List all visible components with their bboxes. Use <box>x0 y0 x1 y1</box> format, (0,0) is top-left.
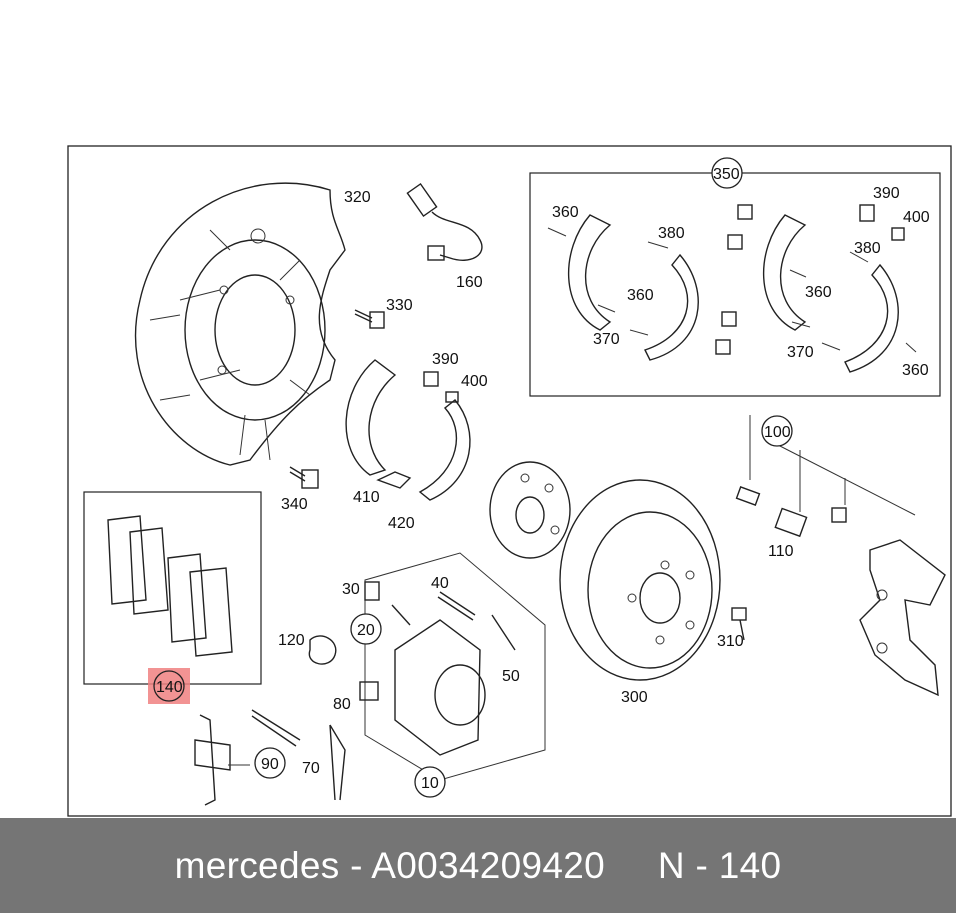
label-70: 70 <box>302 760 320 777</box>
label-400a: 400 <box>461 373 488 390</box>
label-410: 410 <box>353 489 380 506</box>
parts-diagram: 320 160 330 390 400 340 410 420 350 360 … <box>67 145 952 817</box>
parking-shoe-kit-box <box>529 172 941 397</box>
label-80: 80 <box>333 696 351 713</box>
label-400b: 400 <box>903 209 930 226</box>
bolt-310 <box>731 607 747 641</box>
circle-90 <box>254 747 286 779</box>
label-10: 10 <box>421 775 439 792</box>
label-110: 110 <box>768 543 794 560</box>
highlight-140 <box>148 668 190 704</box>
label-390b: 390 <box>873 185 900 202</box>
label-360a: 360 <box>552 204 579 221</box>
label-310: 310 <box>717 633 744 650</box>
label-20: 20 <box>357 622 375 639</box>
hardware-bottom <box>194 709 346 806</box>
backing-plate <box>134 182 346 466</box>
footer-bar: mercedes - A0034209420 N - 140 <box>0 818 956 913</box>
hub <box>489 461 571 559</box>
label-380b: 380 <box>854 240 881 257</box>
brand-name: mercedes <box>174 844 340 886</box>
label-100: 100 <box>764 424 791 441</box>
label-50: 50 <box>502 668 520 685</box>
label-30: 30 <box>342 581 360 598</box>
label-300: 300 <box>621 689 648 706</box>
label-120: 120 <box>278 632 305 649</box>
label-370a: 370 <box>593 331 620 348</box>
label-350: 350 <box>713 166 740 183</box>
parking-shoe <box>345 359 471 501</box>
label-370b: 370 <box>787 344 814 361</box>
brake-pad-kit-box <box>83 491 262 685</box>
circle-20 <box>350 613 382 645</box>
label-360c: 360 <box>805 284 832 301</box>
spacer <box>605 845 658 886</box>
separator: - <box>339 844 372 886</box>
caliper-bracket <box>859 539 946 697</box>
label-160: 160 <box>456 274 483 291</box>
label-320: 320 <box>344 189 371 206</box>
part-number: A0034209420 <box>371 844 606 886</box>
circle-100 <box>761 415 793 447</box>
label-330: 330 <box>386 297 413 314</box>
label-360d: 360 <box>902 362 929 379</box>
label-90: 90 <box>261 756 279 773</box>
brake-disc <box>559 479 721 681</box>
label-420: 420 <box>388 515 415 532</box>
label-380a: 380 <box>658 225 685 242</box>
label-390a: 390 <box>432 351 459 368</box>
bolt-330 <box>354 309 385 329</box>
label-340: 340 <box>281 496 308 513</box>
circle-140 <box>153 670 185 702</box>
wear-sensor <box>406 182 483 261</box>
bolt-340 <box>289 466 319 489</box>
footer-caption: mercedes - A0034209420 N - 140 <box>175 845 782 887</box>
label-360b: 360 <box>627 287 654 304</box>
diagram-frame <box>67 145 952 817</box>
label-140: 140 <box>156 679 183 696</box>
reference-number: N - 140 <box>657 844 782 886</box>
bolt-group-100 <box>735 415 916 538</box>
circle-10 <box>414 766 446 798</box>
circle-350 <box>711 157 743 189</box>
caliper-assembly <box>308 552 546 781</box>
label-40: 40 <box>431 575 449 592</box>
